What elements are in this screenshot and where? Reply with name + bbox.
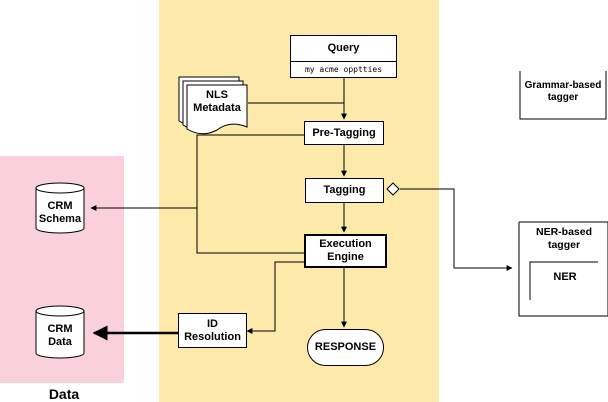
query-example: my acme opptties	[304, 64, 383, 74]
nls-metadata-label: NLS Metadata	[193, 89, 241, 114]
query-box: Query my acme opptties	[290, 35, 397, 78]
arrow-exec-idresolution	[246, 261, 304, 334]
line-pretag-exec-loop	[196, 134, 304, 254]
ner-tagger-frame	[518, 221, 608, 317]
crm-schema-cylinder	[35, 182, 85, 234]
data-zone-caption: Data	[48, 386, 80, 402]
ner-inner-frame	[529, 261, 598, 300]
query-title: Query	[291, 36, 396, 62]
crm-data-cylinder	[35, 305, 85, 359]
id-resolution-box: ID Resolution	[178, 313, 247, 348]
grammar-tagger-frame	[519, 71, 607, 120]
crm-data-label: CRM Data	[47, 323, 73, 348]
aggregation-diamond	[386, 182, 400, 196]
execution-engine-box: Execution Engine	[304, 234, 387, 268]
line-tagging-ner	[400, 188, 513, 271]
crm-schema-label: CRM Schema	[38, 200, 82, 225]
response-terminal: RESPONSE	[307, 329, 384, 366]
nls-metadata-shape	[178, 76, 248, 135]
ner-tagger-label: NER-based tagger	[535, 226, 592, 251]
tagging-box: Tagging	[305, 178, 384, 203]
grammar-tagger-label: Grammar-based tagger	[524, 80, 602, 103]
ner-inner-label: NER	[553, 271, 577, 283]
pre-tagging-box: Pre-Tagging	[304, 121, 384, 145]
